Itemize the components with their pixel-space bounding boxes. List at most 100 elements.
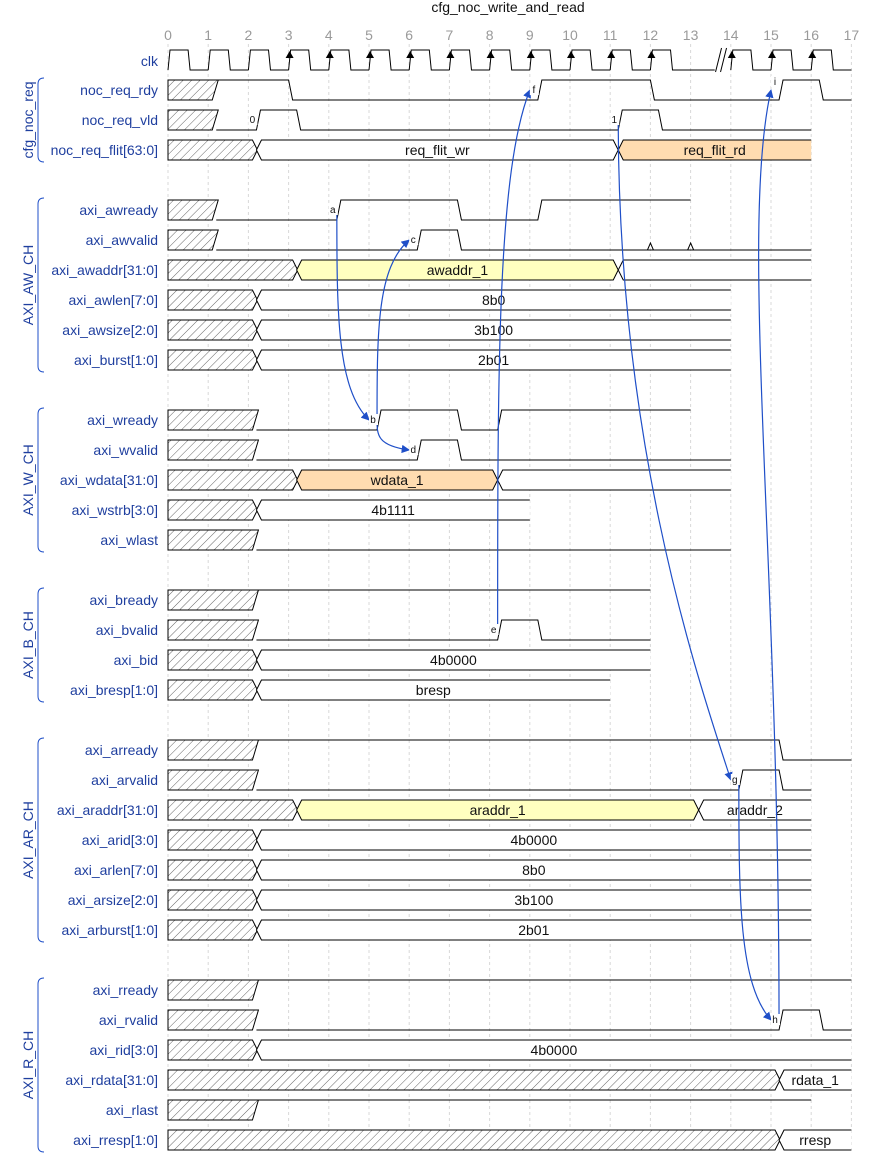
event-label: i xyxy=(774,77,776,88)
signal-row-axi-awlen: axi_awlen[7:0]8b0 xyxy=(68,289,731,311)
bus-value-label: araddr_2 xyxy=(727,802,783,818)
undefined-hatch xyxy=(167,619,260,641)
clock-edge-arrow xyxy=(366,51,374,58)
undefined-hatch xyxy=(167,739,260,761)
cycle-tick-label: 14 xyxy=(723,27,739,43)
cycle-tick-label: 2 xyxy=(245,27,253,43)
undefined-hatch xyxy=(167,529,260,551)
undefined-hatch xyxy=(167,439,260,461)
bus-value-label: 4b0000 xyxy=(510,832,557,848)
bus-value-label: 2b01 xyxy=(518,922,549,938)
undefined-hatch xyxy=(167,1039,258,1061)
signal-rows: noc_req_rdynoc_req_vldnoc_req_flit[63:0]… xyxy=(51,79,852,1151)
undefined-hatch xyxy=(167,349,258,371)
group-brace xyxy=(37,197,45,373)
bus-value-label: bresp xyxy=(416,682,451,698)
bus-segment xyxy=(255,1039,852,1061)
signal-name: axi_bid xyxy=(114,652,158,668)
signal-name: axi_arsize[2:0] xyxy=(68,892,158,908)
bus-segment xyxy=(255,679,611,701)
edge-arrow xyxy=(738,779,772,1021)
clock-gap-mark xyxy=(715,47,728,73)
cycle-tick-label: 0 xyxy=(164,27,172,43)
bus-value-label: 2b01 xyxy=(478,352,509,368)
cycle-tick-label: 3 xyxy=(285,27,293,43)
clock-row: clk xyxy=(141,47,852,73)
event-label: e xyxy=(491,625,497,636)
bit-wave xyxy=(256,769,812,791)
group-label-axi-w-ch: AXI_W_CH xyxy=(20,444,36,516)
event-label: 0 xyxy=(250,115,256,126)
signal-row-axi-rdata: axi_rdata[31:0]rdata_1 xyxy=(65,1069,852,1091)
signal-row-axi-arvalid: axi_arvalid xyxy=(91,769,812,791)
bus-segment xyxy=(255,349,731,371)
signal-row-axi-arlen: axi_arlen[7:0]8b0 xyxy=(74,859,812,881)
signal-name: axi_bready xyxy=(90,592,159,608)
undefined-hatch xyxy=(167,289,258,311)
cycle-tick-label: 12 xyxy=(643,27,659,43)
clock-edge-arrow xyxy=(526,51,535,58)
bus-value-label: rresp xyxy=(799,1132,831,1148)
signal-name: axi_wdata[31:0] xyxy=(60,472,158,488)
undefined-hatch xyxy=(167,259,299,281)
event-label: 1 xyxy=(611,115,617,126)
signal-row-axi-bvalid: axi_bvalid xyxy=(96,619,651,641)
undefined-hatch xyxy=(167,679,258,701)
signal-row-axi-araddr: axi_araddr[31:0] araddr_1 araddr_2 xyxy=(57,799,812,821)
event-label-bg xyxy=(369,414,379,425)
signal-name: axi_wvalid xyxy=(93,442,158,458)
undefined-hatch xyxy=(167,1069,781,1091)
signal-name: axi_araddr[31:0] xyxy=(57,802,158,818)
bit-wave xyxy=(216,109,812,131)
undefined-hatch xyxy=(167,319,258,341)
group-label-axi-b-ch: AXI_B_CH xyxy=(20,611,36,679)
glitch-mark xyxy=(646,241,654,251)
undefined-hatch xyxy=(167,139,258,161)
signal-name: axi_arburst[1:0] xyxy=(62,922,159,938)
signal-name: axi_wlast xyxy=(100,532,158,548)
glitch-mark xyxy=(687,241,695,251)
undefined-hatch xyxy=(167,1129,781,1151)
undefined-hatch xyxy=(167,469,299,491)
group-brace xyxy=(37,587,45,703)
signal-row-axi-wdata: axi_wdata[31:0]wdata_1 xyxy=(60,469,731,491)
undefined-hatch xyxy=(167,409,260,431)
undefined-hatch xyxy=(167,109,219,131)
clock-edge-arrow xyxy=(727,51,736,58)
cycle-tick-label: 4 xyxy=(325,27,333,43)
bus-segment xyxy=(617,259,812,281)
signal-row-axi-rvalid: axi_rvalid xyxy=(99,1009,852,1031)
bus-value-label: 4b0000 xyxy=(531,1042,578,1058)
undefined-hatch xyxy=(167,979,260,1001)
bus-value-label: 8b0 xyxy=(522,862,546,878)
signal-name: axi_bvalid xyxy=(96,622,158,638)
grid-layer xyxy=(167,44,852,1150)
signal-row-axi-arready: axi_arready xyxy=(85,739,852,761)
cycle-tick-label: 5 xyxy=(365,27,373,43)
signal-row-axi-bresp: axi_bresp[1:0]bresp xyxy=(70,679,611,701)
cycle-tick-label: 10 xyxy=(562,27,578,43)
bus-value-label: araddr_1 xyxy=(470,802,526,818)
clock-edge-arrow xyxy=(285,51,294,58)
signal-row-axi-rlast: axi_rlast xyxy=(106,1099,812,1121)
bus-value-label: 4b1111 xyxy=(371,502,415,518)
event-label-bg xyxy=(610,114,620,125)
bus-value-label: 8b0 xyxy=(482,292,506,308)
group-label-axi-ar-ch: AXI_AR_CH xyxy=(20,801,36,879)
bus-segment xyxy=(255,319,731,341)
edge-arrow xyxy=(336,209,370,421)
bus-value-label: rdata_1 xyxy=(791,1072,839,1088)
bus-segment xyxy=(255,289,731,311)
bus-value-label: 3b100 xyxy=(474,322,513,338)
signal-row-axi-arid: axi_arid[3:0]4b0000 xyxy=(82,829,812,851)
signal-name: axi_awsize[2:0] xyxy=(62,322,158,338)
group-label-cfg-noc-req: cfg_noc_req xyxy=(20,81,36,158)
cycle-tick-label: 6 xyxy=(405,27,413,43)
signal-name: axi_awvalid xyxy=(86,232,158,248)
clock-edge-arrow xyxy=(406,51,415,58)
undefined-hatch xyxy=(167,79,219,101)
signal-name: axi_burst[1:0] xyxy=(74,352,158,368)
undefined-hatch xyxy=(167,859,258,881)
